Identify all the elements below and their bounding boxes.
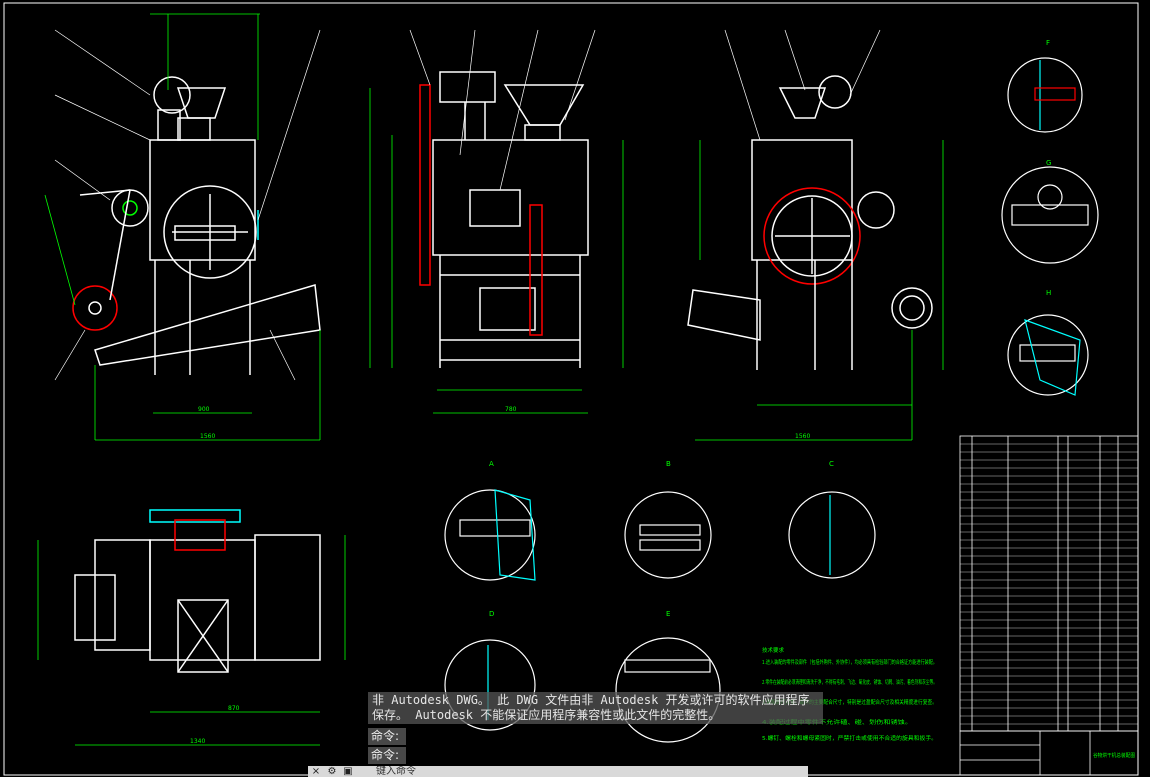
command-history-line-2: 命令:	[368, 747, 406, 764]
top-view-dims	[37, 535, 346, 746]
settings-icon[interactable]: ⚙	[327, 766, 337, 777]
end-dim-1: 1560	[795, 433, 810, 440]
tech-req-line-5: 5.螺钉、螺栓和螺母紧固时，严禁打击或使用不合适的旋具和扳手。	[762, 734, 937, 742]
front-leaders	[54, 29, 321, 381]
front-dim-1: 900	[198, 406, 210, 413]
section-label-d: D	[489, 610, 494, 618]
section-details	[444, 489, 876, 743]
tech-req-title: 技术要求	[762, 646, 785, 654]
title-block	[959, 730, 1139, 776]
top-dim-2: 1340	[190, 738, 205, 745]
parts-list-table	[959, 435, 1139, 732]
front-dim-2: 1560	[200, 433, 215, 440]
section-label-c: C	[829, 460, 834, 468]
command-prompt-icon: ▣	[343, 766, 353, 777]
drawing-frame	[3, 2, 1139, 776]
end-view	[687, 75, 933, 370]
non-autodesk-dwg-notice: 非 Autodesk DWG。 此 DWG 文件由非 Autodesk 开发或许…	[368, 692, 823, 724]
side-leaders	[409, 29, 596, 191]
side-view-dims	[369, 88, 624, 414]
command-input[interactable]: 键入命令	[376, 766, 416, 777]
end-leaders	[724, 29, 881, 141]
section-label-g: G	[1046, 159, 1051, 167]
detail-circles-right	[1001, 57, 1099, 396]
close-icon[interactable]: ×	[311, 766, 321, 777]
front-view-dims	[44, 13, 321, 441]
command-history-line-1: 命令:	[368, 728, 406, 745]
section-label-a: A	[489, 460, 494, 468]
section-label-e: E	[666, 610, 670, 618]
top-view	[74, 509, 321, 673]
tech-req-line-1: 1.进入装配的零件及部件（包括外购件、外协件），均必须具有检验部门的合格证方能进…	[762, 658, 937, 666]
top-dim-1: 870	[228, 705, 240, 712]
side-view	[419, 71, 589, 368]
front-view	[72, 76, 321, 375]
command-line-bar[interactable]: × ⚙ ▣ 键入命令	[308, 766, 808, 777]
section-label-f: F	[1046, 39, 1050, 47]
section-label-b: B	[666, 460, 671, 468]
tech-req-line-4: 4.装配过程中零件不允许磕、碰、划伤和锈蚀。	[762, 718, 912, 726]
side-dim-1: 780	[505, 406, 517, 413]
parts-list-rows	[960, 443, 1138, 725]
notice-line-2: 保存。 Autodesk 不能保证应用程序兼容性或此文件的完整性。	[372, 708, 721, 722]
tech-req-line-3: 3.装配前应对零、部件的主要配合尺寸，特别是过盈配合尺寸及相关精度进行复查。	[762, 698, 937, 706]
title-block-name: 谷物烘干机总装配图	[1093, 752, 1135, 759]
section-label-h: H	[1046, 289, 1051, 297]
tech-req-line-2: 2.零件在装配前必须清理和清洗干净，不得有毛刺、飞边、氧化皮、锈蚀、切屑、油污、…	[762, 678, 937, 686]
technical-requirements: 技术要求 1.进入装配的零件及部件（包括外购件、外协件），均必须具有检验部门的合…	[762, 646, 937, 742]
section-markers: A B C D E F G H	[489, 39, 1051, 618]
end-view-dims	[695, 140, 944, 441]
notice-line-1: 非 Autodesk DWG。 此 DWG 文件由非 Autodesk 开发或许…	[372, 693, 810, 707]
